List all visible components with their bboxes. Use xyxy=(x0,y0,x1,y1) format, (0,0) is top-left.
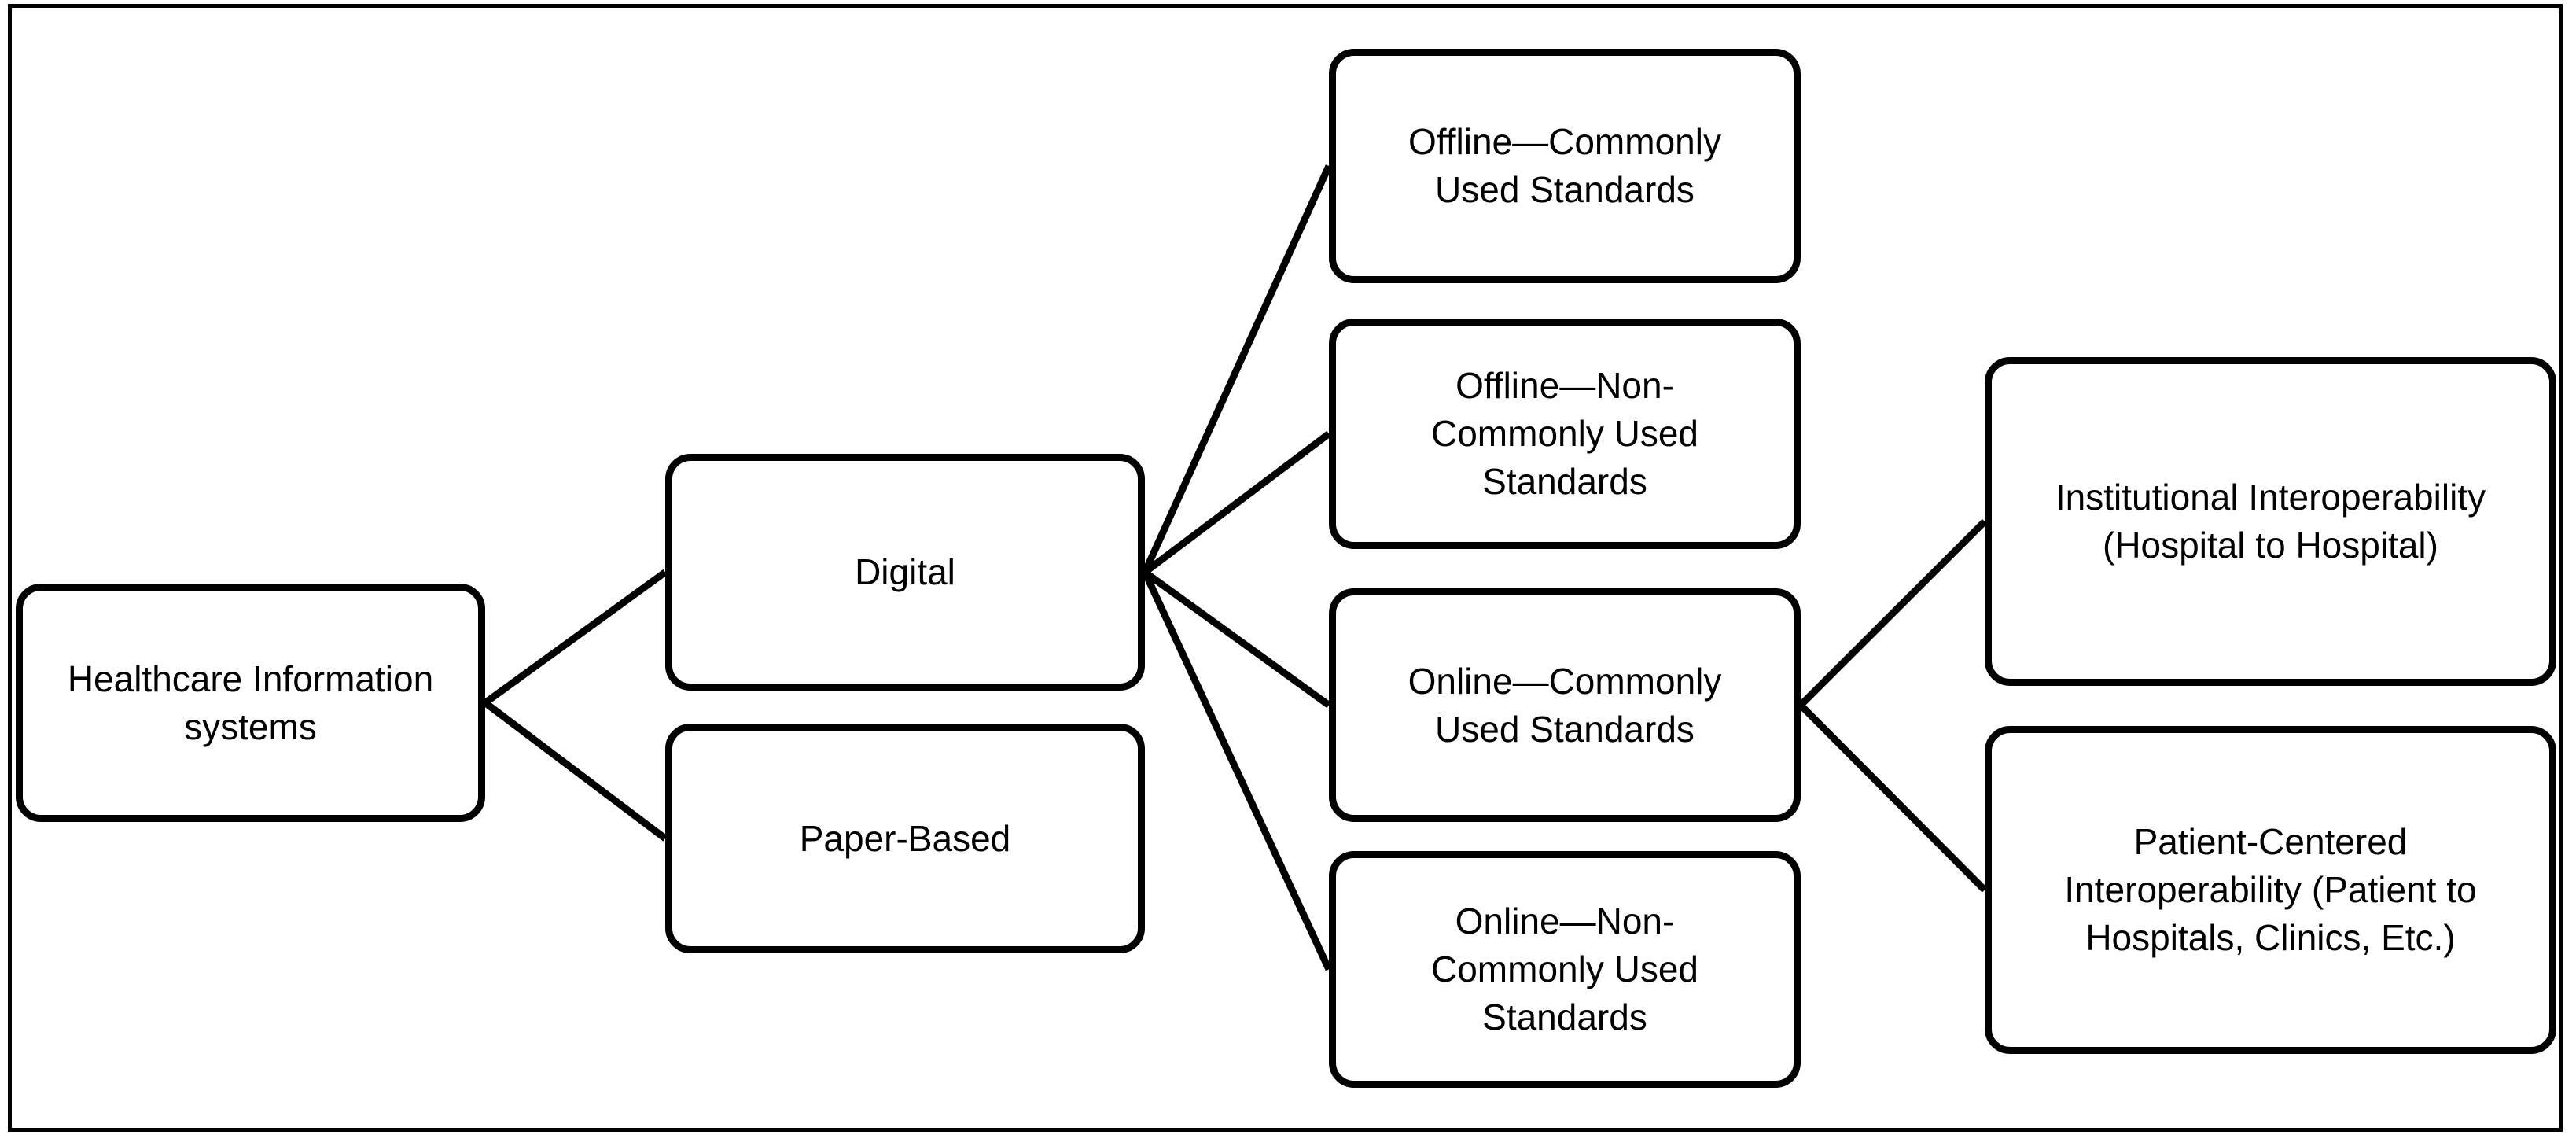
node-label: Offline—Commonly Used Standards xyxy=(1408,121,1721,210)
node-online-non-commonly-used-standards: Online—Non- Commonly Used Standards xyxy=(1329,851,1801,1088)
edge-digital-online_noncommon xyxy=(1141,570,1333,971)
node-label: Online—Commonly Used Standards xyxy=(1408,660,1722,750)
node-label: Paper-Based xyxy=(799,817,1011,859)
node-institutional-interoperability: Institutional Interoperability (Hospital… xyxy=(1985,357,2556,686)
edge-online_common-patient_centered xyxy=(1798,702,1988,893)
node-label: Digital xyxy=(855,551,955,593)
node-label: Offline—Non- Commonly Used Standards xyxy=(1431,365,1698,502)
node-label: Institutional Interoperability (Hospital… xyxy=(2055,477,2486,566)
node-online-commonly-used-standards: Online—Commonly Used Standards xyxy=(1329,588,1801,822)
node-label: Patient-Centered Interoperability (Patie… xyxy=(2064,821,2477,958)
edge-online_common-institutional xyxy=(1798,518,1988,708)
edge-digital-offline_common xyxy=(1141,164,1333,574)
node-label: Online—Non- Commonly Used Standards xyxy=(1431,901,1698,1037)
node-healthcare-information-systems: Healthcare Information systems xyxy=(16,584,485,822)
edge-digital-offline_noncommon xyxy=(1143,430,1331,576)
node-label: Healthcare Information systems xyxy=(67,658,434,747)
node-digital: Digital xyxy=(665,454,1145,691)
edge-digital-online_common xyxy=(1143,569,1331,709)
node-paper-based: Paper-Based xyxy=(665,724,1145,953)
node-offline-non-commonly-used-standards: Offline—Non- Commonly Used Standards xyxy=(1329,319,1801,549)
node-offline-commonly-used-standards: Offline—Commonly Used Standards xyxy=(1329,49,1801,283)
edge-healthcare-digital xyxy=(483,569,668,706)
edge-healthcare-paper_based xyxy=(483,699,668,842)
node-patient-centered-interoperability: Patient-Centered Interoperability (Patie… xyxy=(1985,726,2556,1054)
